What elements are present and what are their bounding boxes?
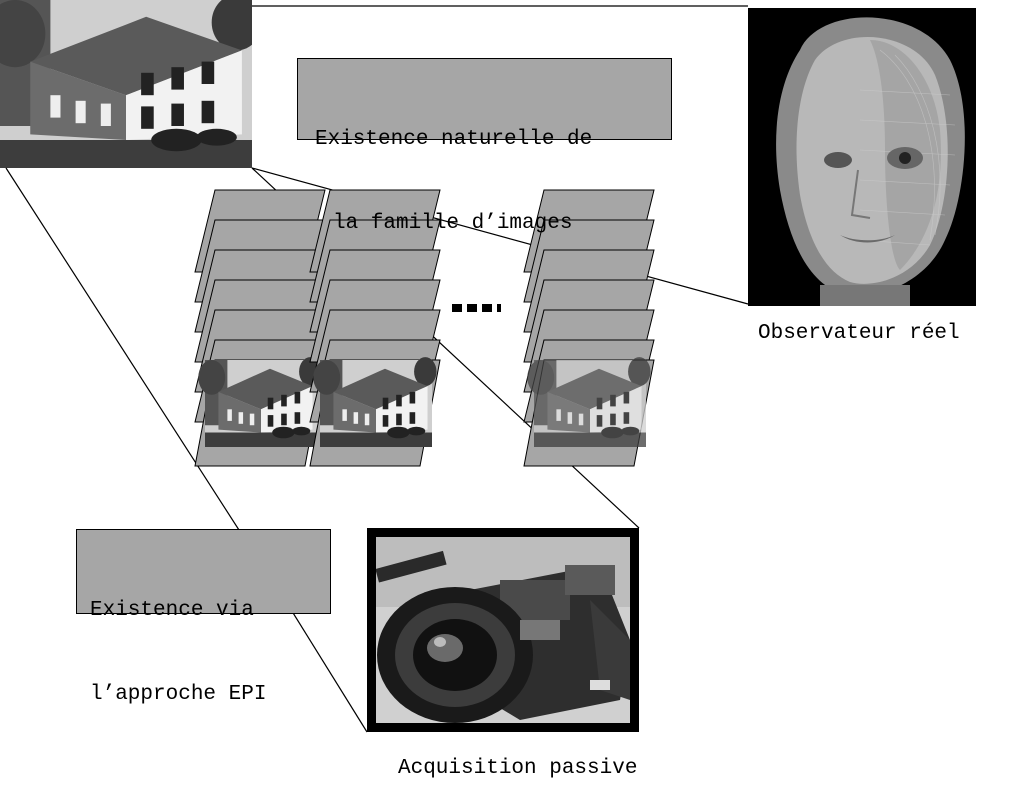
blurred-house-thumbnail: [527, 357, 651, 447]
natural-family-label: Existence naturelle de la famille d’imag…: [297, 58, 672, 235]
house-thumbnail: [313, 357, 437, 447]
video-camera-photo: [367, 528, 639, 732]
house-photo: [0, 0, 252, 168]
image-stacks: [194, 189, 655, 467]
observer-caption: Observateur réel: [758, 322, 960, 345]
natural-family-label-line1: Existence naturelle de: [315, 128, 593, 151]
natural-family-label-line2: la famille d’images: [333, 212, 573, 235]
house-thumbnail: [198, 357, 322, 447]
epi-approach-label-line1: Existence via: [90, 599, 254, 622]
epi-approach-label-line2: l’approche EPI: [90, 683, 267, 706]
face-3d-render: [748, 8, 976, 306]
acquisition-caption: Acquisition passive: [398, 757, 638, 780]
epi-approach-label: Existence via l’approche EPI: [76, 529, 331, 706]
ellipsis-dashes-icon: [452, 304, 501, 312]
